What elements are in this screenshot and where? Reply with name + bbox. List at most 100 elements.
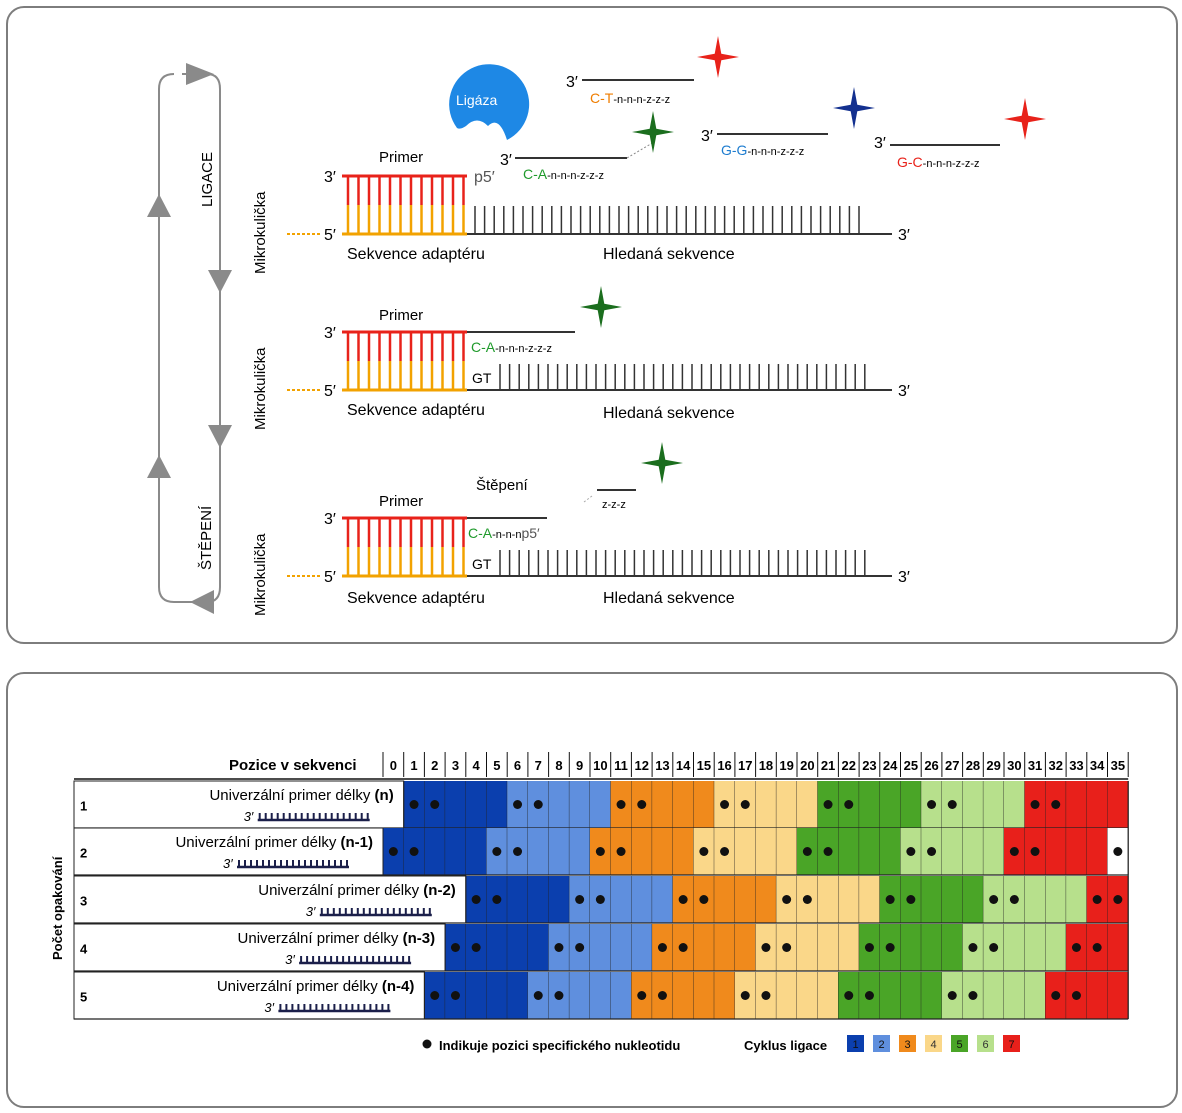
ligation-cell bbox=[1086, 828, 1108, 875]
legend: Indikuje pozici specifického nukleotidu … bbox=[422, 1035, 1020, 1053]
nucleotide-dot bbox=[450, 943, 460, 952]
ligation-cell bbox=[652, 828, 673, 875]
ligation-cell bbox=[859, 828, 880, 875]
svg-text:G-C-n-n-n-z-z-z: G-C-n-n-n-z-z-z bbox=[897, 154, 980, 170]
cycle-number: 4 bbox=[930, 1039, 936, 1051]
cleaved-fragment: z-z-z bbox=[602, 499, 626, 511]
arrow-down-icon bbox=[208, 425, 232, 448]
cycle-number: 5 bbox=[956, 1039, 962, 1051]
ligation-diagram: LIGACE ŠTĚPENÍ Mikrokulička Mikrokulička… bbox=[147, 36, 1046, 616]
position-header: 20 bbox=[800, 758, 814, 773]
ligation-cell bbox=[548, 781, 570, 828]
cycle-swatch bbox=[925, 1035, 942, 1052]
ligation-cell bbox=[921, 972, 942, 1019]
nucleotide-dot bbox=[947, 800, 957, 809]
nucleotide-dot bbox=[989, 895, 999, 904]
ligation-cell bbox=[714, 876, 735, 923]
nucleotide-dot bbox=[657, 991, 667, 1000]
ligation-cell bbox=[486, 781, 508, 828]
ligation-cell bbox=[900, 924, 922, 971]
position-header: 5 bbox=[493, 758, 500, 773]
nucleotide-dot bbox=[1051, 800, 1061, 809]
probe-gg: 3′ G-G-n-n-n-z-z-z bbox=[701, 128, 828, 158]
ligation-cell bbox=[548, 876, 570, 923]
ligation-cell bbox=[838, 924, 860, 971]
position-header: 27 bbox=[945, 758, 959, 773]
primer-label: Primer bbox=[379, 149, 423, 166]
nucleotide-dot bbox=[1051, 991, 1061, 1000]
position-header: 26 bbox=[924, 758, 938, 773]
cleavage-row: Primer Štěpení 3′ 5′ C-A-n-n-np5′ z-z-z … bbox=[287, 477, 910, 607]
ligation-cell bbox=[714, 924, 735, 971]
cycle-swatch bbox=[873, 1035, 890, 1052]
cycle-number: 6 bbox=[982, 1039, 988, 1051]
ligation-cell bbox=[1107, 924, 1129, 971]
table-header-label: Pozice v sekvenci bbox=[229, 757, 357, 774]
cycle-number: 7 bbox=[1008, 1039, 1014, 1051]
nucleotide-dot bbox=[947, 991, 957, 1000]
nucleotide-dot bbox=[968, 991, 978, 1000]
ligated-row: Primer 3′ 5′ C-A-n-n-n-z-z-z GT 3′ Sekve… bbox=[287, 307, 910, 422]
position-header: 9 bbox=[576, 758, 583, 773]
ligation-cell bbox=[838, 876, 860, 923]
position-header: 0 bbox=[390, 758, 397, 773]
ligation-cell bbox=[817, 876, 839, 923]
ligation-cell bbox=[465, 828, 487, 875]
nucleotide-dot bbox=[1071, 943, 1081, 952]
ligation-cell bbox=[652, 781, 673, 828]
svg-text:3′: 3′ bbox=[898, 383, 910, 400]
nucleotide-dot bbox=[471, 943, 481, 952]
position-header: 31 bbox=[1028, 758, 1042, 773]
nucleotide-dot bbox=[1071, 991, 1081, 1000]
svg-text:5′: 5′ bbox=[324, 569, 336, 586]
svg-text:3′: 3′ bbox=[874, 135, 886, 152]
ligation-cell bbox=[838, 828, 860, 875]
arrow-down-icon bbox=[208, 270, 232, 293]
ligation-cell bbox=[1045, 876, 1067, 923]
primer-label: Univerzální primer délky (n) bbox=[209, 787, 393, 804]
primer-label: Primer bbox=[379, 493, 423, 510]
nucleotide-dot bbox=[906, 847, 916, 856]
position-header: 29 bbox=[986, 758, 1000, 773]
ligation-cell bbox=[569, 828, 590, 875]
ligation-cell bbox=[569, 972, 590, 1019]
ligation-cell bbox=[797, 781, 818, 828]
nucleotide-dot bbox=[430, 991, 440, 1000]
position-header: 8 bbox=[555, 758, 562, 773]
nucleotide-dot bbox=[720, 847, 730, 856]
three-prime-label: 3′ bbox=[285, 952, 295, 967]
ligation-cell bbox=[527, 876, 549, 923]
ligation-cell bbox=[983, 781, 1004, 828]
nucleotide-dot bbox=[492, 895, 502, 904]
nucleotide-dot bbox=[409, 800, 419, 809]
position-header: 3 bbox=[452, 758, 459, 773]
ligation-cell bbox=[1024, 972, 1046, 1019]
arrow-right-icon bbox=[186, 63, 214, 85]
primer-label: Univerzální primer délky (n-2) bbox=[258, 882, 456, 899]
svg-text:3′: 3′ bbox=[566, 74, 578, 91]
ligation-cell bbox=[465, 972, 487, 1019]
nucleotide-dot bbox=[471, 895, 481, 904]
nucleotide-dot bbox=[844, 991, 854, 1000]
three-prime-label: 3′ bbox=[244, 809, 254, 824]
position-header: 35 bbox=[1111, 758, 1125, 773]
ligation-cell bbox=[817, 972, 839, 1019]
nucleotide-dot bbox=[885, 943, 895, 952]
nucleotide-dot bbox=[513, 800, 523, 809]
ligation-cell bbox=[1024, 876, 1046, 923]
ligation-cell bbox=[921, 876, 942, 923]
position-header: 10 bbox=[593, 758, 607, 773]
adapter-label: Sekvence adaptéru bbox=[347, 246, 485, 263]
svg-text:3′: 3′ bbox=[500, 152, 512, 169]
position-header: 23 bbox=[862, 758, 876, 773]
ligation-cell bbox=[693, 972, 715, 1019]
position-header: 7 bbox=[535, 758, 542, 773]
position-header: 21 bbox=[821, 758, 835, 773]
ligation-cell bbox=[776, 972, 797, 1019]
nucleotide-dot bbox=[823, 847, 833, 856]
nucleotide-dot bbox=[720, 800, 730, 809]
nucleotide-dot bbox=[575, 895, 585, 904]
ligation-cell bbox=[507, 972, 528, 1019]
